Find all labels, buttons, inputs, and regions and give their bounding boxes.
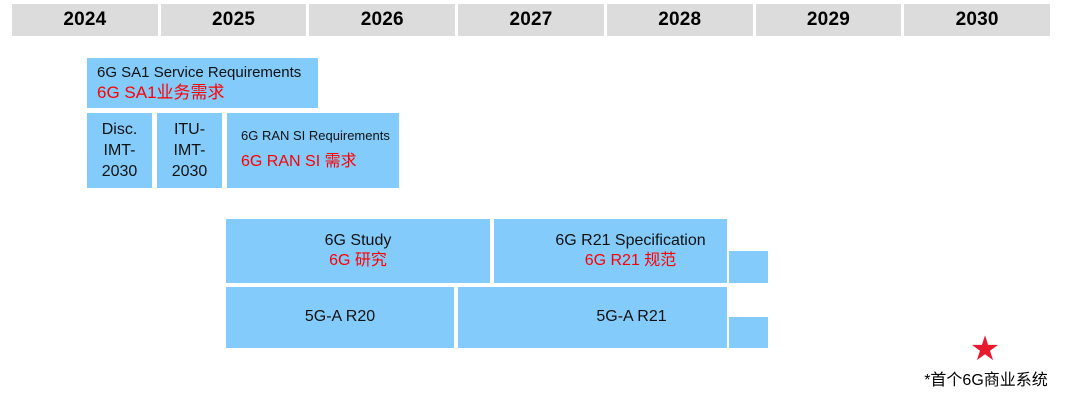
bar-disc-imt-2030: Disc. IMT- 2030	[87, 113, 152, 188]
bar-itu-imt-line-2: IMT-	[173, 141, 206, 159]
bar-6g-r21-spec-label-zh: 6G R21 规范	[584, 252, 677, 269]
bar-6g-r21-specification: 6G R21 Specification 6G R21 规范	[494, 219, 727, 283]
bar-6g-sa1-label-en: 6G SA1 Service Requirements	[97, 63, 302, 81]
bar-6g-ran-si-label-zh: 6G RAN SI 需求	[241, 153, 357, 171]
bar-6g-sa1-service-requirements: 6G SA1 Service Requirements 6G SA1业务需求	[87, 58, 318, 108]
bar-6g-r21-tail-block	[729, 251, 768, 283]
bar-5g-a-r21-tail-block	[729, 317, 768, 348]
year-header-row: 2024 2025 2026 2027 2028 2029 2030	[12, 4, 1051, 36]
bar-5g-a-r20: 5G-A R20	[226, 287, 454, 348]
year-cell-2028: 2028	[606, 4, 753, 36]
year-cell-2024: 2024	[12, 4, 158, 36]
bar-disc-imt-line-2: IMT-	[103, 141, 136, 159]
year-cell-2026: 2026	[309, 4, 456, 36]
bar-itu-imt-line-1: ITU-	[173, 120, 206, 138]
bar-6g-ran-si-label-en: 6G RAN SI Requirements	[241, 128, 390, 144]
bar-disc-imt-line-3: 2030	[101, 163, 138, 181]
year-cell-2027: 2027	[458, 4, 604, 36]
bar-itu-imt-line-3: 2030	[171, 163, 208, 181]
bar-6g-ran-si-requirements: 6G RAN SI Requirements 6G RAN SI 需求	[227, 113, 399, 188]
bar-6g-study-label-en: 6G Study	[324, 231, 392, 249]
first-commercial-6g-star-icon: ★	[969, 330, 1001, 368]
bar-6g-study-label-zh: 6G 研究	[329, 252, 387, 269]
bar-5g-a-r20-label-en: 5G-A R20	[304, 308, 376, 326]
bar-6g-sa1-label-zh: 6G SA1业务需求	[97, 82, 225, 102]
year-cell-2030: 2030	[904, 4, 1051, 36]
year-cell-2025: 2025	[160, 4, 307, 36]
bar-5g-a-r21-label-en: 5G-A R21	[596, 308, 667, 326]
bar-6g-study: 6G Study 6G 研究	[226, 219, 490, 283]
bar-itu-imt-2030: ITU- IMT- 2030	[157, 113, 222, 188]
bar-5g-a-r21: 5G-A R21	[458, 287, 727, 348]
year-cell-2029: 2029	[755, 4, 902, 36]
bar-6g-r21-spec-label-en: 6G R21 Specification	[555, 231, 706, 249]
first-commercial-6g-caption: *首个6G商业系统	[924, 372, 1048, 389]
bar-disc-imt-line-1: Disc.	[101, 120, 138, 138]
